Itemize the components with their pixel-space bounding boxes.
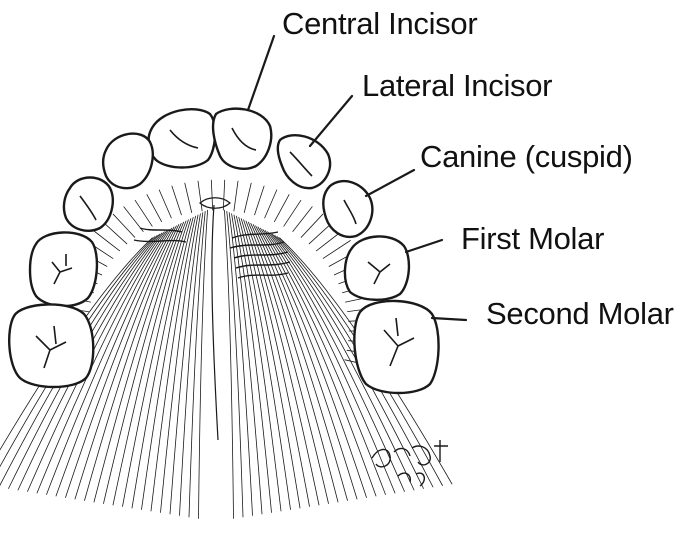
palate-hatch-line [232, 214, 262, 514]
gum-hatch-line [211, 180, 212, 210]
gum-hatch-line [265, 190, 277, 218]
palate-hatch-line [224, 210, 233, 518]
gum-hatch-line [223, 180, 224, 210]
gum-hatch-line [244, 183, 251, 212]
leader-first-molar [406, 240, 442, 252]
tooth-central-incisor-right [213, 109, 271, 169]
gum-hatch-line [185, 183, 192, 212]
gum-hatch-line [172, 186, 182, 215]
midline-raphe [212, 205, 218, 440]
gum-hatch-line [234, 181, 238, 211]
tooth-lateral-incisor-right [278, 135, 330, 188]
tooth-molar-right [354, 301, 438, 393]
leader-canine [366, 170, 414, 196]
palate-hatch-line [199, 210, 208, 518]
tooth-first-premolar-left [30, 232, 97, 306]
label-central-incisor: Central Incisor [282, 8, 477, 39]
gum-hatch-line [293, 207, 312, 232]
gum-hatch-line [198, 181, 202, 211]
palate-hatch-line [189, 211, 205, 517]
label-second-molar: Second Molar [486, 298, 674, 329]
gum-hatch-line [147, 195, 162, 222]
gum-hatch-line [135, 200, 152, 226]
tooth-molar-left [9, 304, 93, 387]
tooth-lateral-incisor-left [103, 134, 153, 189]
tooth-canine-left [64, 178, 113, 231]
gum-hatch-line [159, 190, 171, 218]
label-first-molar: First Molar [461, 223, 604, 254]
incisive-papilla [200, 198, 230, 209]
label-lateral-incisor: Lateral Incisor [362, 70, 552, 101]
tooth-first-premolar-right [345, 236, 409, 299]
leader-lateral-incisor [310, 96, 352, 146]
artist-signature-mark [372, 440, 448, 486]
gum-hatch-line [284, 200, 301, 226]
leader-central-incisor [248, 36, 274, 110]
gum-hatch-line [323, 241, 350, 259]
tooth-central-incisor-left [149, 109, 216, 167]
palate-hatch-line [170, 214, 200, 514]
tooth-canine-right [323, 181, 372, 237]
leader-second-molar [432, 318, 466, 320]
gum-hatch-line [255, 186, 265, 215]
label-canine: Canine (cuspid) [420, 141, 633, 172]
gum-hatch-line [274, 195, 289, 222]
